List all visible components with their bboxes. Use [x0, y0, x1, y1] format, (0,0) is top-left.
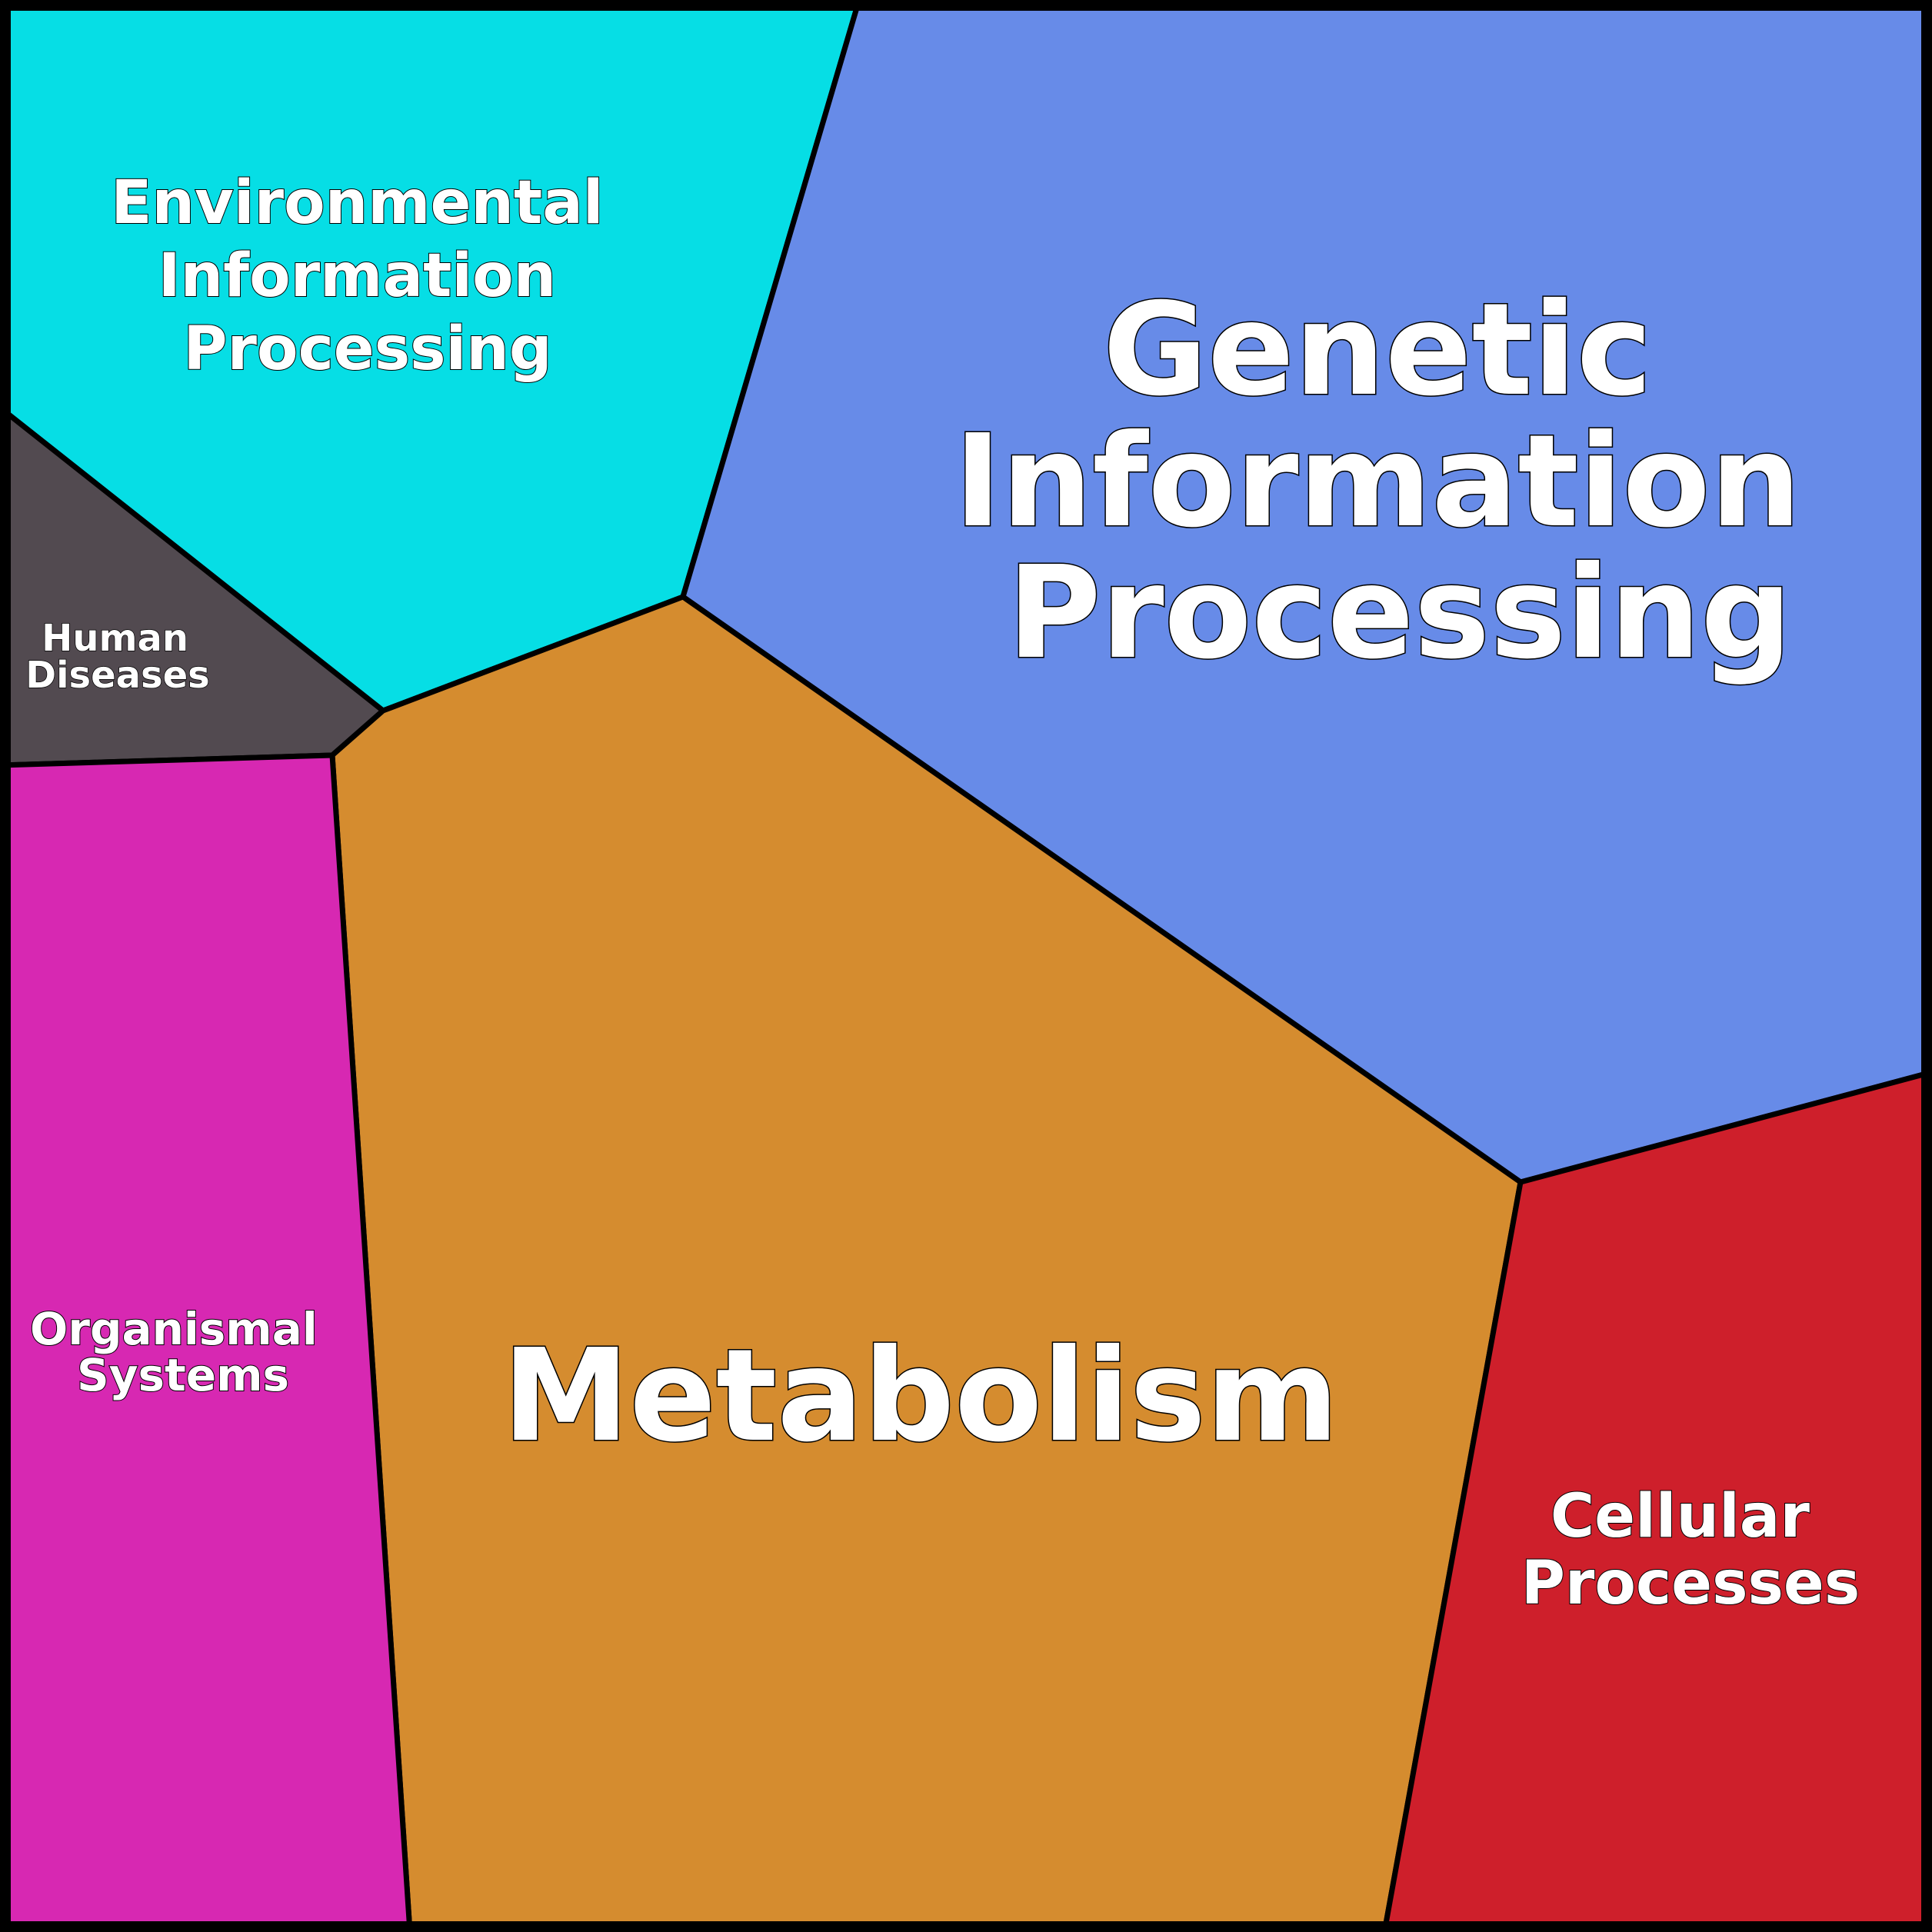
label-line: Systems: [77, 1349, 289, 1401]
label-line: Organismal: [30, 1303, 318, 1355]
label-environmental-information-processing: Environmental Information Processing: [111, 168, 625, 384]
label-line: Information: [954, 408, 1801, 556]
label-line: Metabolism: [502, 1322, 1339, 1471]
label-line: Cellular: [1551, 1482, 1810, 1551]
label-line: Diseases: [25, 654, 210, 697]
region-cellular-processes: [1381, 1069, 1932, 1932]
label-line: Information: [158, 242, 557, 311]
label-organismal-systems: Organismal Systems: [30, 1303, 333, 1401]
label-line: Processes: [1521, 1549, 1860, 1618]
label-metabolism: Metabolism: [502, 1322, 1339, 1471]
label-line: Processing: [183, 315, 551, 384]
label-line: Processing: [1008, 539, 1792, 688]
label-human-diseases: Human Diseases: [25, 617, 210, 697]
label-line: Genetic: [1103, 276, 1652, 425]
label-genetic-information-processing: Genetic Information Processing: [954, 276, 1845, 688]
label-line: Human: [42, 617, 188, 660]
label-line: Environmental: [111, 168, 603, 238]
label-cellular-processes: Cellular Processes: [1521, 1482, 1860, 1618]
region-organismal-systems: [0, 752, 413, 1932]
